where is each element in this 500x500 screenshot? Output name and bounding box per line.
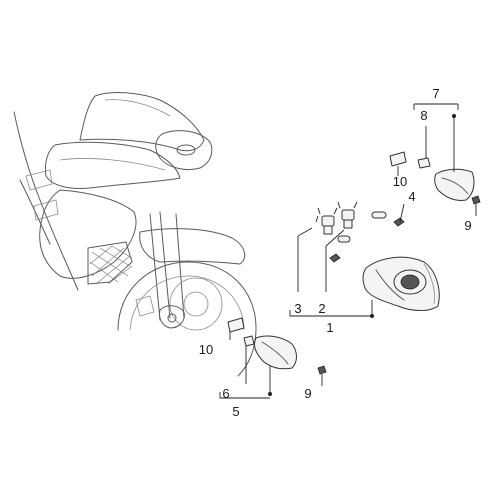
- callout-10-top: 10: [393, 174, 407, 189]
- headlight-bulbs: [315, 201, 405, 263]
- bulb-3-part: [315, 207, 338, 235]
- bracket-5-dot: [268, 392, 272, 396]
- top-turn-signal-assembly: [389, 151, 481, 205]
- leader-4: [399, 203, 405, 223]
- leader-3-link: [297, 227, 313, 237]
- small-bulb-part: [371, 211, 387, 219]
- callout-1: 1: [326, 320, 333, 335]
- callout-3: 3: [294, 301, 301, 316]
- callout-6: 6: [222, 386, 229, 401]
- bracket-7-dot: [452, 114, 456, 118]
- bulb-2-part: [337, 201, 358, 229]
- bulb-6-part: [243, 335, 255, 347]
- bracket-1-dot: [370, 314, 374, 318]
- callout-9-top: 9: [464, 218, 471, 233]
- leader-lines: [220, 103, 477, 399]
- screw-part: [329, 253, 341, 263]
- screw-9-top-part: [471, 195, 481, 205]
- callout-4: 4: [408, 189, 415, 204]
- headlight-assembly: [362, 256, 440, 311]
- bottom-turn-signal-assembly: [227, 317, 327, 375]
- bulb-8-part: [417, 157, 431, 169]
- callout-5: 5: [232, 404, 239, 419]
- callout-7: 7: [432, 86, 439, 101]
- callout-10-bottom: 10: [199, 342, 213, 357]
- clip-10-top-part: [389, 151, 407, 167]
- callout-8: 8: [420, 108, 427, 123]
- motorcycle-front-outline: [13, 92, 257, 377]
- leader-2-link: [325, 229, 345, 247]
- clip-10-bottom-part: [227, 317, 245, 333]
- screw-9-bottom-part: [317, 365, 327, 375]
- callout-labels: 1 2 3 4 5 6 7 8 9 9 10 10: [199, 86, 472, 419]
- screw-4-part: [393, 217, 405, 227]
- callout-2: 2: [318, 301, 325, 316]
- parking-bulb-part: [337, 235, 351, 243]
- callout-9-bottom: 9: [304, 386, 311, 401]
- callout-ticks: [219, 104, 459, 398]
